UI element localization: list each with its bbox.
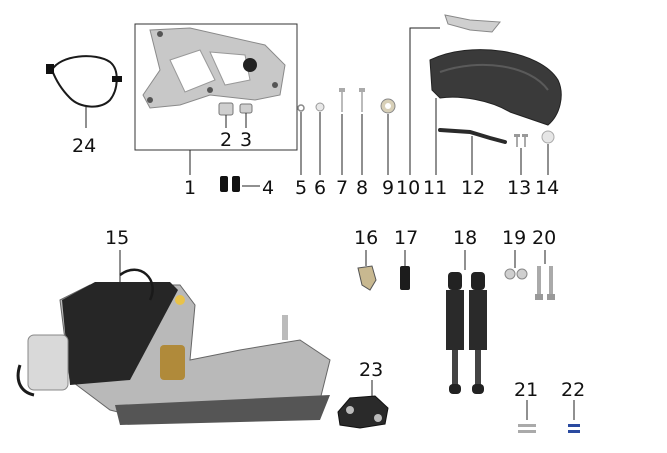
part-18-shock-absorbers [446,272,487,394]
part-9-washer [380,98,396,114]
part-8-bolt [359,88,365,112]
callout-1: 1 [184,177,196,199]
callout-22: 22 [561,379,585,401]
part-19-nuts [504,268,528,280]
part-14-cap [541,130,555,144]
callout-21: 21 [514,379,538,401]
callout-13: 13 [507,177,531,199]
part-21-bolts [518,424,536,433]
part-16-bracket [357,265,377,291]
callout-23: 23 [359,359,383,381]
callout-10: 10 [396,177,420,199]
part-11-fender [429,49,562,126]
callout-18: 18 [453,227,477,249]
part-15-engine [16,268,331,425]
part-7-bolt [339,88,345,112]
part-24-sensor-cable [46,55,122,108]
callout-4: 4 [262,177,274,199]
callout-24: 24 [72,135,96,157]
callout-11: 11 [423,177,447,199]
callout-12: 12 [461,177,485,199]
part-10-strip [444,14,501,33]
callout-20: 20 [532,227,556,249]
callout-3: 3 [240,129,252,151]
part-5-washer [297,104,305,112]
callout-7: 7 [336,177,348,199]
part-6-washer [315,102,325,112]
callout-15: 15 [105,227,129,249]
callout-16: 16 [354,227,378,249]
callout-9: 9 [382,177,394,199]
callout-2: 2 [220,129,232,151]
part-3-nut [239,103,253,114]
part-17-bracket [400,266,410,290]
callout-19: 19 [502,227,526,249]
leader-10 [409,27,440,175]
part-1-bracket [142,27,286,109]
part-23-link [337,395,389,429]
callout-6: 6 [314,177,326,199]
part-13-bolts [514,134,528,147]
callout-17: 17 [394,227,418,249]
part-22-bolts [568,424,580,433]
part-2-nut [218,102,234,116]
group-box-1-3 [134,23,298,151]
callout-8: 8 [356,177,368,199]
callout-5: 5 [295,177,307,199]
callout-14: 14 [535,177,559,199]
part-12-stay [438,128,507,144]
part-4-clips [220,176,240,192]
part-20-bolts [535,266,555,300]
